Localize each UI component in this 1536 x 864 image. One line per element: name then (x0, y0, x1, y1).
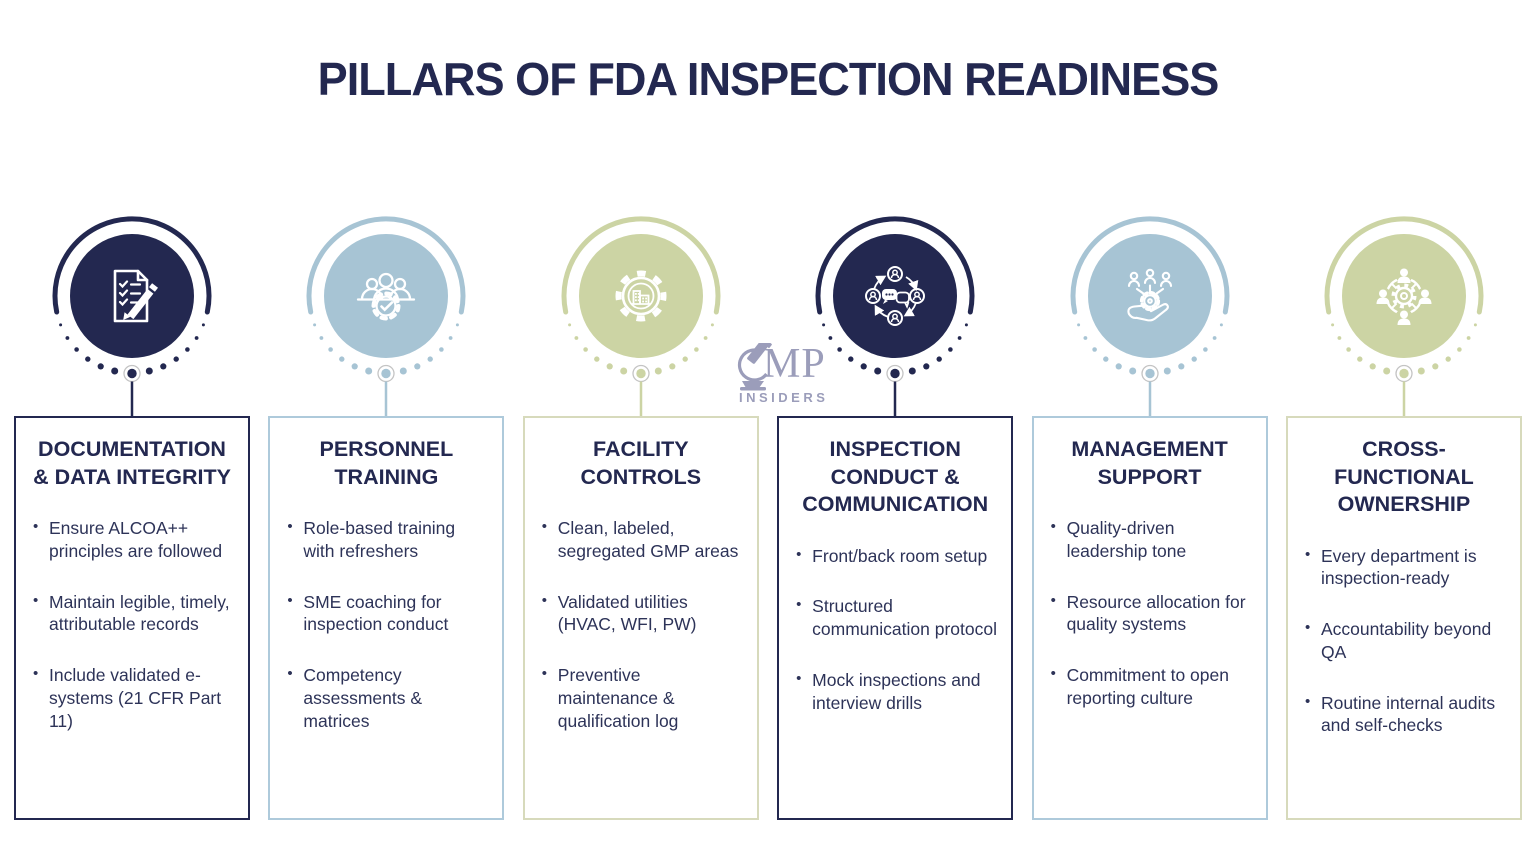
pillar-cross-functional-ownership: CROSS-FUNCTIONAL OWNERSHIP Every departm… (1285, 214, 1522, 820)
microscope-icon (737, 343, 772, 391)
card-title: PERSONNEL TRAINING (319, 437, 454, 489)
bullet-item: Structured communication protocol (791, 595, 999, 641)
bullet-item: Accountability beyond QA (1300, 618, 1508, 664)
pillar-icon-area (1065, 214, 1235, 416)
pillar-personnel-training: PERSONNEL TRAINING Role-based training w… (268, 214, 505, 820)
pillar-icon-area (301, 214, 471, 416)
card-title: MANAGEMENT SUPPORT (1071, 437, 1228, 489)
pillar-icon-area (556, 214, 726, 416)
card-title: FACILITY CONTROLS (580, 437, 702, 489)
bullet-item: Front/back room setup (791, 545, 999, 568)
pillar-icon-area (810, 214, 980, 416)
people-network-gear-icon (1324, 216, 1484, 416)
bullet-list: Every department is inspection-ready Acc… (1300, 545, 1508, 738)
card-cross-functional-ownership: CROSS-FUNCTIONAL OWNERSHIP Every departm… (1285, 416, 1522, 820)
hand-gear-people-icon (1070, 216, 1230, 416)
card-title: DOCUMENTATION & DATA INTEGRITY (33, 437, 231, 489)
pillar-management-support: MANAGEMENT SUPPORT Quality-driven leader… (1031, 214, 1268, 820)
bullet-item: Competency assessments & matrices (282, 664, 490, 732)
bullet-item: Resource allocation for quality systems (1046, 591, 1254, 637)
bullet-item: Commitment to open reporting culture (1046, 664, 1254, 710)
card-inspection-conduct-communication: INSPECTION CONDUCT & COMMUNICATION Front… (777, 416, 1014, 820)
factory-gear-icon (561, 216, 721, 416)
pillar-documentation-data-integrity: DOCUMENTATION & DATA INTEGRITY Ensure AL… (14, 214, 250, 820)
page-title: PILLARS OF FDA INSPECTION READINESS (317, 53, 1220, 105)
card-facility-controls: FACILITY CONTROLS Clean, labeled, segreg… (522, 416, 759, 820)
bullet-item: Preventive maintenance & qualification l… (537, 664, 745, 732)
card-personnel-training: PERSONNEL TRAINING Role-based training w… (268, 416, 505, 820)
gmp-insiders-logo: MP INSIDERS (733, 341, 837, 409)
pillars-row: DOCUMENTATION & DATA INTEGRITY Ensure AL… (0, 214, 1536, 820)
communication-cycle-icon (815, 216, 975, 416)
bullet-item: Role-based training with refreshers (282, 517, 490, 563)
pillar-icon-area (1319, 214, 1489, 416)
bullet-list: Role-based training with refreshers SME … (282, 517, 490, 732)
bullet-item: Validated utilities (HVAC, WFI, PW) (537, 591, 745, 637)
bullet-item: SME coaching for inspection conduct (282, 591, 490, 637)
bullet-list: Quality-driven leadership tone Resource … (1046, 517, 1254, 710)
card-title: INSPECTION CONDUCT & COMMUNICATION (802, 437, 989, 517)
bullet-item: Every department is inspection-ready (1300, 545, 1508, 591)
logo-gmp-text: MP (763, 341, 826, 387)
bullet-item: Maintain legible, timely, attributable r… (28, 591, 236, 637)
bullet-list: Ensure ALCOA++ principles are followed M… (28, 517, 236, 732)
bullet-item: Routine internal audits and self-checks (1300, 692, 1508, 738)
card-title: CROSS-FUNCTIONAL OWNERSHIP (1334, 437, 1474, 517)
bullet-item: Clean, labeled, segregated GMP areas (537, 517, 745, 563)
card-management-support: MANAGEMENT SUPPORT Quality-driven leader… (1031, 416, 1268, 820)
bullet-item: Quality-driven leadership tone (1046, 517, 1254, 563)
logo-insiders-text: INSIDERS (739, 390, 829, 405)
pillar-facility-controls: FACILITY CONTROLS Clean, labeled, segreg… (522, 214, 759, 820)
bullet-item: Mock inspections and interview drills (791, 669, 999, 715)
card-documentation-data-integrity: DOCUMENTATION & DATA INTEGRITY Ensure AL… (14, 416, 250, 820)
pillar-icon-area (47, 214, 217, 416)
team-gear-check-icon (306, 216, 466, 416)
bullet-list: Clean, labeled, segregated GMP areas Val… (537, 517, 745, 732)
bullet-item: Include validated e-systems (21 CFR Part… (28, 664, 236, 732)
bullet-item: Ensure ALCOA++ principles are followed (28, 517, 236, 563)
document-checklist-pencil-icon (52, 216, 212, 416)
pillar-inspection-conduct-communication: INSPECTION CONDUCT & COMMUNICATION Front… (777, 214, 1014, 820)
bullet-list: Front/back room setup Structured communi… (791, 545, 999, 715)
